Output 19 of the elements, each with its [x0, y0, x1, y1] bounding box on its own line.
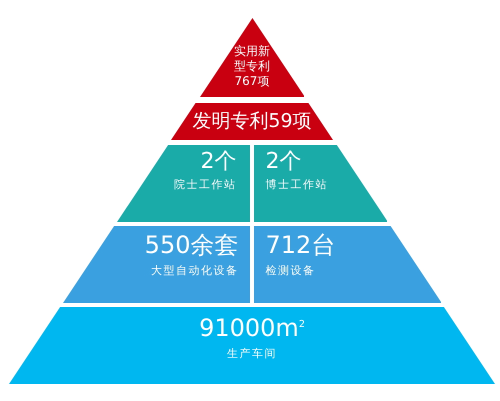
- tier-caption: 博士工作站: [266, 177, 328, 192]
- tier-caption: 院士工作站: [174, 177, 236, 192]
- pyramid-tier: [254, 145, 388, 222]
- tier-value: 712台: [266, 232, 336, 260]
- tier-value: 2个: [200, 149, 236, 174]
- pyramid-tier: [254, 226, 442, 303]
- pyramid-tier: [171, 103, 333, 140]
- tier-caption: 检测设备: [266, 262, 316, 278]
- pyramid-tier: [9, 307, 495, 384]
- pyramid-tier: [200, 18, 304, 97]
- tier-value: 91000m$^{2}$: [199, 315, 305, 343]
- pyramid-tier: [116, 145, 250, 222]
- tier-caption: 生产车间: [227, 346, 277, 361]
- pyramid-tier: [62, 226, 250, 303]
- tier-caption: 大型自动化设备: [150, 262, 238, 278]
- tier-value: 550余套: [144, 232, 238, 260]
- tier-value: 发明专利59项: [192, 110, 312, 132]
- tier-value: 实用新型专利767项: [234, 44, 270, 88]
- tier-value: 2个: [266, 149, 302, 174]
